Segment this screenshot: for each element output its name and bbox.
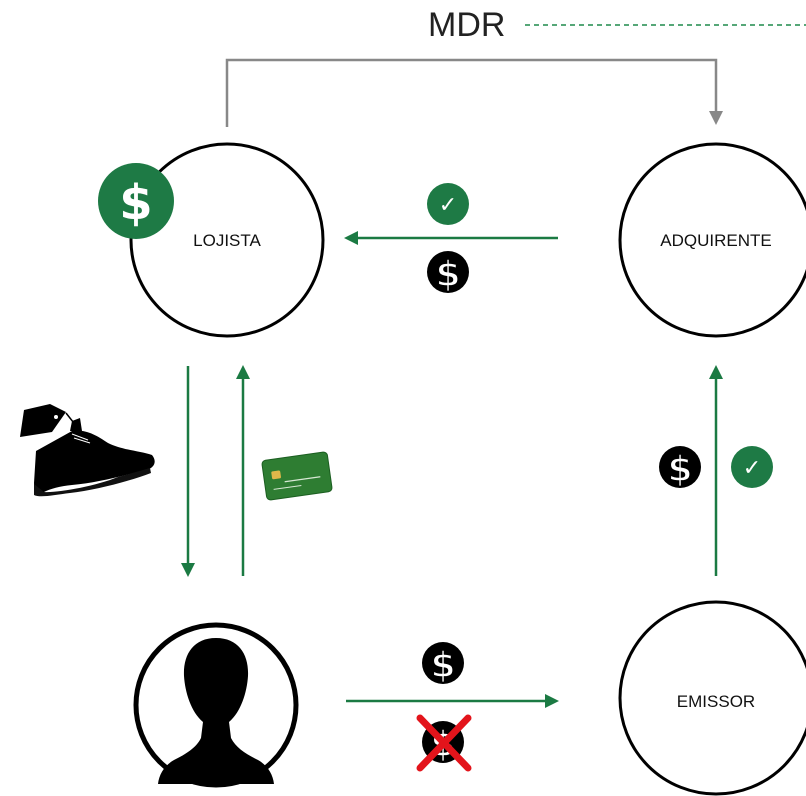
crossed-dollar-icon: $ bbox=[416, 714, 472, 772]
adquirente-label: ADQUIRENTE bbox=[660, 231, 771, 250]
svg-text:$: $ bbox=[667, 449, 692, 490]
dollar-coin-icon: $ bbox=[427, 251, 469, 296]
check-circle-icon: ✓ bbox=[731, 446, 773, 488]
check-circle-icon: ✓ bbox=[427, 183, 469, 225]
svg-text:✓: ✓ bbox=[743, 456, 761, 481]
dollar-badge-icon: $ bbox=[98, 163, 174, 239]
lojista-circle bbox=[129, 142, 325, 338]
person-silhouette-icon bbox=[158, 638, 274, 784]
adquirente-circle bbox=[618, 142, 806, 338]
credit-card-icon bbox=[261, 451, 333, 501]
svg-text:✓: ✓ bbox=[439, 193, 457, 218]
lojista-node: LOJISTA bbox=[129, 142, 325, 338]
svg-text:$: $ bbox=[435, 254, 460, 295]
dollar-coin-icon: $ bbox=[659, 446, 701, 491]
dollar-coin-icon: $ bbox=[422, 642, 464, 687]
lojista-label: LOJISTA bbox=[193, 231, 261, 250]
emissor-circle bbox=[618, 600, 806, 796]
adquirente-node: ADQUIRENTE bbox=[618, 142, 806, 338]
svg-text:$: $ bbox=[119, 175, 152, 231]
svg-text:$: $ bbox=[430, 645, 455, 686]
mdr-label: MDR bbox=[428, 6, 505, 44]
customer-node bbox=[133, 622, 299, 788]
shoe-with-tag-icon bbox=[20, 404, 155, 497]
emissor-label: EMISSOR bbox=[677, 692, 755, 711]
mdr-fee-arrow bbox=[225, 58, 723, 127]
emissor-node: EMISSOR bbox=[618, 600, 806, 796]
